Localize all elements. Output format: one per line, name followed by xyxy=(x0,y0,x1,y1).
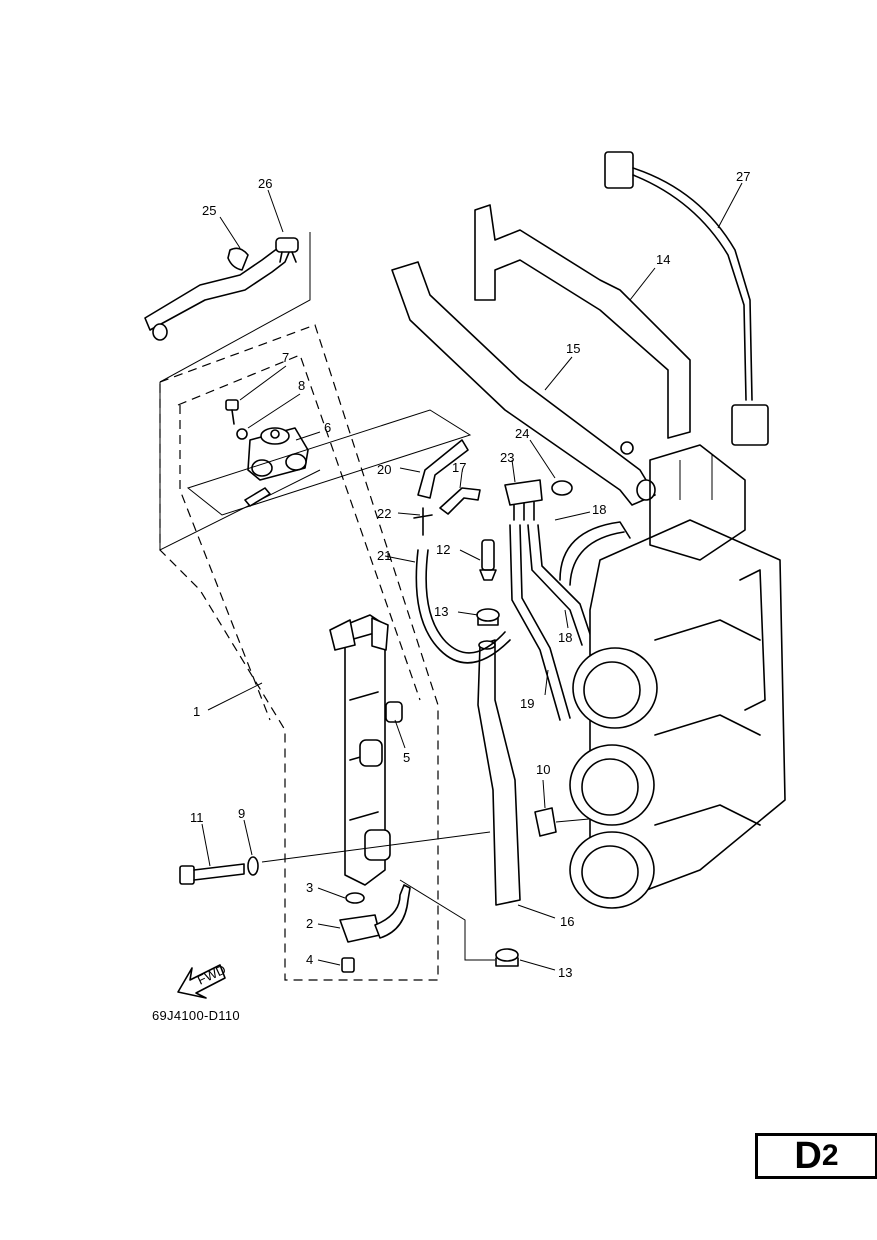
clip-26 xyxy=(275,237,299,263)
hose-17 xyxy=(439,487,481,515)
page-label-letter: D xyxy=(794,1135,822,1177)
callout-1: 1 xyxy=(193,704,200,719)
callout-18-upper: 18 xyxy=(592,502,606,517)
callout-21: 21 xyxy=(377,548,391,563)
callout-26: 26 xyxy=(258,176,272,191)
joint-22 xyxy=(413,507,433,536)
hose-16 xyxy=(477,639,521,906)
callout-25: 25 xyxy=(202,203,216,218)
callout-4: 4 xyxy=(306,952,313,967)
callout-19: 19 xyxy=(520,696,534,711)
washer-9 xyxy=(247,856,259,876)
bolt-11 xyxy=(179,863,245,885)
hose-19 xyxy=(509,524,571,721)
screw-4 xyxy=(341,957,355,973)
callout-9: 9 xyxy=(238,806,245,821)
hose-20 xyxy=(417,439,469,499)
fuel-rail-1 xyxy=(329,614,391,886)
callout-20: 20 xyxy=(377,462,391,477)
diagram-code: 69J4100-D110 xyxy=(152,1008,240,1023)
callout-13-lower: 13 xyxy=(558,965,572,980)
callout-24: 24 xyxy=(515,426,529,441)
bolt-axis-line xyxy=(261,831,491,863)
pressure-regulator-6 xyxy=(244,427,309,507)
callout-13-upper: 13 xyxy=(434,604,448,619)
wire-harness-27 xyxy=(604,151,769,446)
callout-14: 14 xyxy=(656,252,670,267)
callout-3: 3 xyxy=(306,880,313,895)
callout-22: 22 xyxy=(377,506,391,521)
callout-7: 7 xyxy=(282,350,289,365)
o-ring-8 xyxy=(236,428,248,440)
callout-23: 23 xyxy=(500,450,514,465)
cap-5 xyxy=(385,701,403,723)
callout-6: 6 xyxy=(324,420,331,435)
screw-7 xyxy=(225,399,239,425)
callout-5: 5 xyxy=(403,750,410,765)
hose-18 xyxy=(527,521,631,646)
callout-16: 16 xyxy=(560,914,574,929)
callout-15: 15 xyxy=(566,341,580,356)
callout-11: 11 xyxy=(190,810,204,825)
damper-10 xyxy=(534,807,557,837)
callout-2: 2 xyxy=(306,916,313,931)
clamp-13-lower xyxy=(495,948,519,967)
callout-labels: 1 2 3 4 5 6 7 8 9 10 11 12 13 13 14 15 1… xyxy=(190,169,750,980)
hose-21 xyxy=(415,549,511,664)
throttle-body xyxy=(569,444,786,909)
hose-25 xyxy=(144,244,291,341)
callout-12: 12 xyxy=(436,542,450,557)
assembly-group-outline xyxy=(159,324,439,981)
clamp-13-upper xyxy=(476,608,500,626)
fwd-arrow-icon: FWD xyxy=(177,962,228,999)
callout-27: 27 xyxy=(736,169,750,184)
callout-10: 10 xyxy=(536,762,550,777)
regulator-plane xyxy=(186,409,472,516)
callout-8: 8 xyxy=(298,378,305,393)
joint-2 xyxy=(339,884,411,943)
o-ring-3 xyxy=(345,892,365,904)
leader-lines xyxy=(201,182,743,971)
page-label-number: 2 xyxy=(821,1139,839,1172)
joint-23 xyxy=(504,479,543,521)
clip-24 xyxy=(551,480,573,496)
hose-16-leader-frame xyxy=(399,879,495,961)
callout-18-lower: 18 xyxy=(558,630,572,645)
hose-14 xyxy=(474,204,691,439)
injector-12 xyxy=(479,539,497,581)
callout-17: 17 xyxy=(452,460,466,475)
